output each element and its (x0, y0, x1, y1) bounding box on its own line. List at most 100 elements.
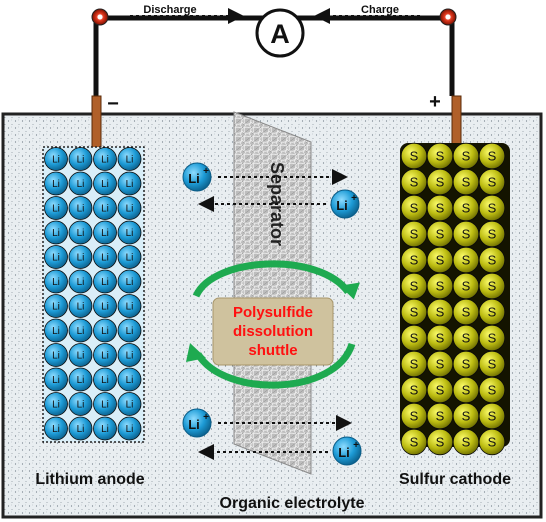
sulfur-atom-symbol: S (462, 409, 471, 424)
sulfur-atom: S (478, 272, 506, 300)
sulfur-atom-symbol: S (462, 435, 471, 450)
lithium-atom-symbol: Li (52, 424, 60, 435)
lithium-atom: Li (93, 196, 117, 220)
sulfur-atom: S (426, 168, 454, 196)
sulfur-atom-symbol: S (462, 305, 471, 320)
lithium-atom-symbol: Li (101, 424, 109, 435)
sulfur-atom: S (426, 350, 454, 378)
lithium-atom-symbol: Li (126, 400, 134, 411)
lithium-atom-symbol: Li (101, 326, 109, 337)
sulfur-atom: S (426, 194, 454, 222)
lithium-atom-symbol: Li (52, 277, 60, 288)
lithium-atom-symbol: Li (126, 277, 134, 288)
sulfur-atom: S (426, 428, 454, 456)
sulfur-atom-symbol: S (488, 279, 497, 294)
lithium-atom: Li (117, 147, 142, 171)
sulfur-atom: S (426, 324, 454, 352)
lithium-atom: Li (117, 367, 142, 392)
lithium-atom: Li (68, 269, 93, 294)
lithium-atom: Li (44, 294, 68, 318)
lithium-atom-symbol: Li (101, 179, 109, 190)
li-ion-charge: + (351, 193, 357, 204)
sulfur-atom-symbol: S (436, 279, 445, 294)
lithium-atom: Li (117, 392, 142, 416)
lithium-atom-symbol: Li (101, 155, 109, 166)
sulfur-atom-symbol: S (462, 279, 471, 294)
lithium-atom-symbol: Li (101, 253, 109, 264)
cathode-terminal-sign: + (429, 91, 441, 113)
sulfur-atom-symbol: S (410, 383, 419, 398)
sulfur-atom: S (400, 168, 428, 196)
lithium-atom: Li (93, 367, 117, 392)
lithium-atom: Li (44, 392, 68, 416)
sulfur-atom: S (400, 428, 428, 456)
li-ion-symbol: Li (336, 198, 348, 213)
cathode-label: Sulfur cathode (399, 471, 511, 488)
sulfur-atom-symbol: S (410, 409, 419, 424)
sulfur-atom-symbol: S (436, 331, 445, 346)
shuttle-line-1: Polysulfide (233, 304, 313, 321)
sulfur-atom-symbol: S (436, 253, 445, 268)
sulfur-atom-symbol: S (462, 175, 471, 190)
lithium-atom: Li (93, 220, 117, 245)
svg-text:Li: Li (188, 417, 200, 432)
electrolyte-label: Organic electrolyte (220, 495, 365, 512)
sulfur-atom-symbol: S (436, 175, 445, 190)
lithium-atom: Li (44, 196, 68, 220)
anode-label: Lithium anode (35, 471, 144, 488)
sulfur-atom: S (478, 350, 506, 378)
lithium-atom-symbol: Li (101, 204, 109, 215)
sulfur-atom: S (452, 428, 480, 456)
sulfur-atom-symbol: S (410, 253, 419, 268)
lithium-atom-symbol: Li (77, 155, 85, 166)
sulfur-atom-symbol: S (410, 305, 419, 320)
lithium-atom-symbol: Li (77, 253, 85, 264)
lithium-atom-symbol: Li (77, 179, 85, 190)
sulfur-atom: S (400, 194, 428, 222)
lithium-atom: Li (44, 416, 68, 441)
lithium-atom-symbol: Li (101, 302, 109, 313)
sulfur-atom: S (400, 324, 428, 352)
shuttle-line-3: shuttle (248, 342, 297, 359)
ammeter-symbol: A (270, 19, 290, 49)
cathode-current-collector (451, 95, 462, 149)
lithium-atom: Li (44, 220, 68, 245)
lithium-atom-symbol: Li (77, 302, 85, 313)
sulfur-atom: S (452, 272, 480, 300)
lithium-atom: Li (44, 171, 68, 196)
lithium-atom-symbol: Li (77, 228, 85, 239)
sulfur-atom: S (400, 402, 428, 430)
sulfur-atom: S (452, 194, 480, 222)
sulfur-atom-symbol: S (462, 227, 471, 242)
sulfur-atom-symbol: S (436, 305, 445, 320)
sulfur-atom-symbol: S (488, 331, 497, 346)
lithium-atom: Li (117, 416, 142, 441)
svg-text:Li: Li (336, 198, 348, 213)
sulfur-atom-symbol: S (462, 253, 471, 268)
lithium-atom-symbol: Li (52, 253, 60, 264)
sulfur-atom: S (400, 142, 428, 170)
sulfur-atom-symbol: S (488, 409, 497, 424)
lithium-atom: Li (117, 269, 142, 294)
shuttle-line-2: dissolution (233, 323, 313, 340)
sulfur-atom-symbol: S (488, 383, 497, 398)
sulfur-atom: S (400, 220, 428, 248)
sulfur-atom: S (452, 298, 480, 326)
sulfur-atom-symbol: S (462, 149, 471, 164)
sulfur-atom: S (452, 376, 480, 404)
lithium-atom-symbol: Li (52, 326, 60, 337)
svg-text:Li: Li (188, 171, 200, 186)
sulfur-atom-symbol: S (410, 331, 419, 346)
lithium-atom: Li (117, 294, 142, 318)
svg-text:Li: Li (338, 445, 350, 460)
lithium-atom-symbol: Li (101, 351, 109, 362)
sulfur-atom-symbol: S (462, 357, 471, 372)
lithium-atom: Li (68, 318, 93, 343)
lithium-atom-symbol: Li (101, 228, 109, 239)
lithium-atom-symbol: Li (52, 155, 60, 166)
lithium-atom-symbol: Li (52, 375, 60, 386)
sulfur-atom: S (400, 246, 428, 274)
sulfur-atom-symbol: S (488, 201, 497, 216)
sulfur-atom: S (452, 350, 480, 378)
sulfur-atom-symbol: S (410, 175, 419, 190)
